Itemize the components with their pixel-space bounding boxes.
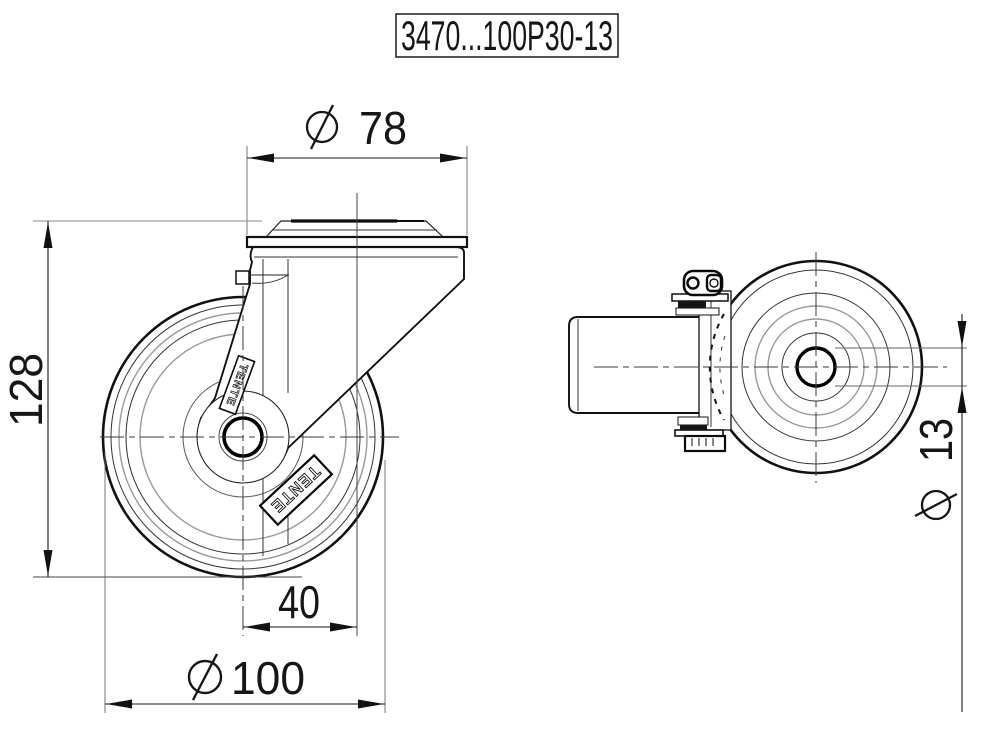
arrowhead-left <box>106 699 132 709</box>
dimension-value-78: 78 <box>359 102 407 154</box>
side-centerlines <box>594 252 947 483</box>
dimension-offset: 40 <box>243 576 357 632</box>
side-tab <box>235 270 250 285</box>
dimensions-layer: 78 128 40 <box>0 102 967 713</box>
diameter-symbol-circle <box>187 659 223 695</box>
dimension-value-128: 128 <box>0 353 52 427</box>
diameter-symbol-slash <box>191 653 219 701</box>
dimension-text-rotated: 13 <box>910 418 962 521</box>
bolt-head-circle <box>686 276 700 290</box>
arrowhead-right <box>440 153 466 163</box>
front-centerlines <box>100 286 399 636</box>
dimension-plate-diameter: 78 <box>246 102 468 235</box>
title-block: 3470...100P30-13 <box>395 12 619 59</box>
arrowhead-right <box>330 622 356 632</box>
model-code-text: 3470...100P30-13 <box>401 12 613 59</box>
side-view <box>568 252 947 483</box>
axle-tube <box>568 316 700 414</box>
arrowhead-down <box>43 550 53 576</box>
raceway-step-bottom <box>677 416 709 426</box>
arrowhead-down <box>957 321 967 347</box>
raceway-step-top <box>675 307 720 316</box>
side-tab-flag <box>251 274 289 284</box>
dimension-total-height: 128 <box>0 220 302 578</box>
dimension-value-40: 40 <box>278 576 320 628</box>
front-view: TENTE TENTE <box>100 193 469 636</box>
side-top-hardware <box>671 269 729 316</box>
wheel-brand-frame <box>258 453 334 527</box>
title-box-frame <box>395 13 619 58</box>
diameter-symbol-circle <box>920 489 952 521</box>
diameter-symbol-slash <box>309 104 335 150</box>
arrowhead-left <box>244 622 270 632</box>
dimension-value-100: 100 <box>231 652 305 704</box>
dimension-value-13: 13 <box>910 418 962 462</box>
diameter-symbol <box>914 489 958 521</box>
fork-brand-frame <box>218 354 256 416</box>
diameter-symbol <box>305 104 339 150</box>
bolt-nut-hole <box>709 278 719 288</box>
diameter-symbol-circle <box>305 110 339 144</box>
arrowhead-up <box>43 222 53 248</box>
dimension-bolt-hole: 13 <box>835 314 967 712</box>
dimension-wheel-diameter: 100 <box>104 452 386 713</box>
diameter-symbol <box>187 653 223 701</box>
hidden-tread-dashes-outer <box>708 313 725 421</box>
arrowhead-left <box>248 153 274 163</box>
ribbed-block <box>683 434 727 453</box>
diameter-symbol-slash <box>914 492 958 518</box>
hidden-tread-dashes-inner <box>719 335 726 399</box>
seal-band-bottom <box>680 425 707 430</box>
arrowhead-up <box>957 387 967 413</box>
ribbed-block-ribs <box>691 438 714 446</box>
side-bottom-hardware <box>674 416 727 453</box>
dimension-text-rotated: 128 <box>0 353 52 427</box>
seal-band-top <box>678 301 706 308</box>
arrowhead-right <box>358 699 384 709</box>
dome-cover <box>264 220 445 238</box>
